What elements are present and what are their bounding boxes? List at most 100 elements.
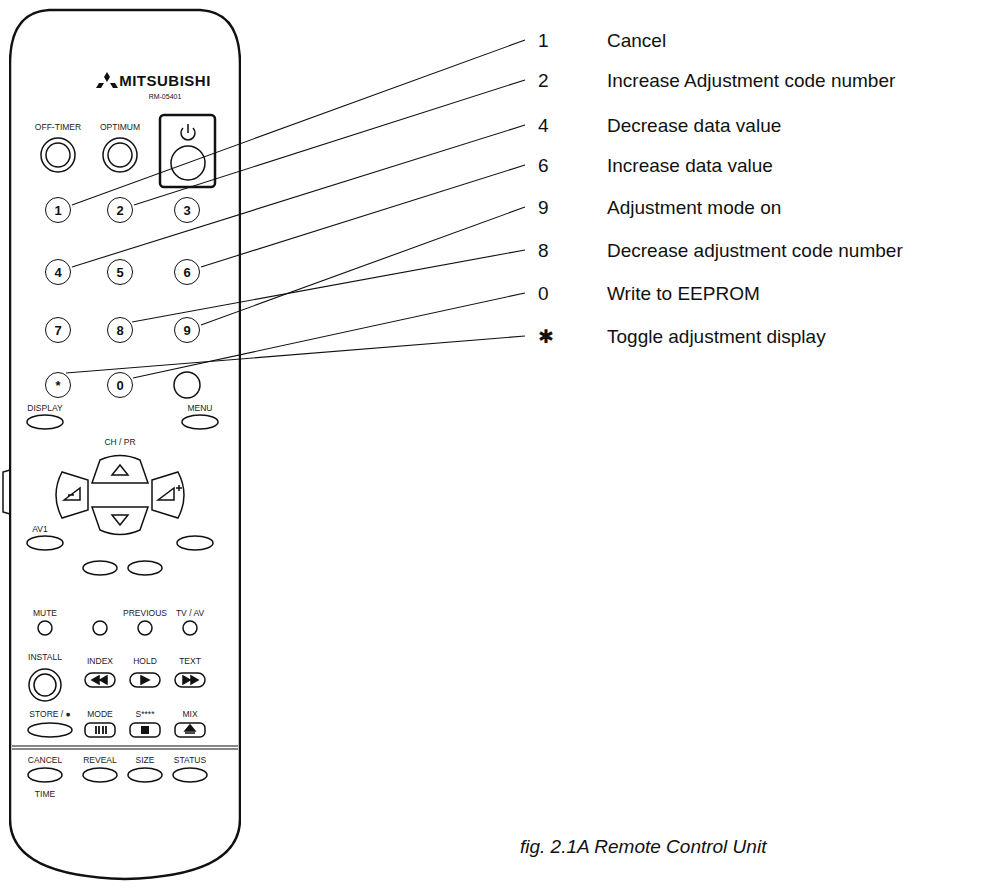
number-button: 4 <box>45 259 71 285</box>
callout-text: Toggle adjustment display <box>607 327 826 346</box>
callout-number: 1 <box>538 31 549 50</box>
logo-mark <box>96 72 118 88</box>
round-button <box>108 143 132 167</box>
install-button <box>34 674 56 696</box>
button-number: 3 <box>183 204 190 217</box>
up-arrow <box>112 465 128 475</box>
round-button <box>46 143 70 167</box>
oval-button <box>128 768 162 782</box>
pause-icon <box>96 726 106 734</box>
remote-outline <box>10 10 240 879</box>
button-number: 5 <box>116 266 123 279</box>
install-button <box>29 669 61 701</box>
oval-button <box>28 723 72 737</box>
round-button <box>103 138 137 172</box>
callout-number: 8 <box>538 241 549 260</box>
button-label: MIX <box>182 710 197 719</box>
number-button: * <box>45 372 71 398</box>
small-button <box>183 621 197 635</box>
leader-line <box>201 207 525 325</box>
button-number: * <box>55 379 60 392</box>
number-button: 8 <box>107 317 133 343</box>
up-key <box>92 456 148 484</box>
button-number: 9 <box>183 324 190 337</box>
leader-line <box>133 293 525 378</box>
model-number: RM-05401 <box>149 93 182 100</box>
button-label: OPTIMUM <box>100 123 140 132</box>
play-icon <box>141 676 149 684</box>
round-button <box>41 138 75 172</box>
right-key <box>152 472 184 518</box>
figure-caption: fig. 2.1A Remote Control Unit <box>520 837 766 856</box>
number-button: 7 <box>45 317 71 343</box>
text-button <box>175 673 205 687</box>
number-button: 9 <box>174 317 200 343</box>
down-key <box>92 507 148 535</box>
button-label: OFF-TIMER <box>35 123 81 132</box>
callout-number: 9 <box>538 198 549 217</box>
forward-icon <box>183 676 198 684</box>
divider-line <box>12 746 238 749</box>
button-label: TEXT <box>179 657 201 666</box>
leader-line <box>72 40 525 205</box>
small-button <box>138 621 152 635</box>
number-button: 3 <box>174 197 200 223</box>
callout-number: 0 <box>538 284 549 303</box>
leader-line <box>66 336 525 373</box>
left-key <box>56 472 88 518</box>
small-button <box>93 621 107 635</box>
button-number: 1 <box>54 204 61 217</box>
button-label: MODE <box>87 710 113 719</box>
callout-text: Decrease data value <box>607 116 781 135</box>
oval-button <box>27 536 63 550</box>
number-button: 1 <box>45 197 71 223</box>
leader-line <box>201 165 525 267</box>
button-number: 0 <box>116 379 123 392</box>
small-button <box>38 621 52 635</box>
callout-number: ✱ <box>538 327 554 346</box>
button-number: 7 <box>54 324 61 337</box>
button-number: 4 <box>54 266 61 279</box>
button-label: CANCEL <box>28 756 62 765</box>
stop-icon <box>141 726 149 734</box>
power-frame <box>160 115 215 187</box>
number-button: 5 <box>107 259 133 285</box>
button-label: PREVIOUS <box>123 609 167 618</box>
number-button: 2 <box>107 197 133 223</box>
brand-name: MITSUBISHI <box>119 73 211 88</box>
button-label: SIZE <box>136 756 155 765</box>
button-label: STORE / ● <box>29 710 70 719</box>
callout-number: 2 <box>538 71 549 90</box>
button-number: 8 <box>116 324 123 337</box>
rewind-icon <box>92 676 107 684</box>
button-label: INDEX <box>87 657 113 666</box>
button-label: MENU <box>187 404 212 413</box>
volume-minus-icon <box>64 488 80 500</box>
callout-number: 6 <box>538 156 549 175</box>
button-number: 6 <box>183 266 190 279</box>
mode-button <box>85 723 115 737</box>
callout-number: 4 <box>538 116 549 135</box>
leader-line <box>132 250 525 322</box>
button-label: DISPLAY <box>27 404 62 413</box>
button-label: TV / AV <box>176 609 204 618</box>
callout-text: Cancel <box>607 31 666 50</box>
blank-button <box>174 372 200 398</box>
button-label: STATUS <box>174 756 206 765</box>
number-button: 0 <box>107 372 133 398</box>
button-label: HOLD <box>133 657 157 666</box>
leader-lines <box>66 40 525 378</box>
button-label: TIME <box>35 790 55 799</box>
stop-button <box>130 723 160 737</box>
oval-button <box>128 561 162 575</box>
oval-button <box>28 768 62 782</box>
button-label: S**** <box>136 710 155 719</box>
button-label: REVEAL <box>83 756 117 765</box>
button-label: MUTE <box>33 609 57 618</box>
down-arrow <box>112 515 128 525</box>
button-label: INSTALL <box>28 653 62 662</box>
oval-button <box>83 561 117 575</box>
oval-button <box>83 768 117 782</box>
callout-text: Decrease adjustment code number <box>607 241 903 260</box>
